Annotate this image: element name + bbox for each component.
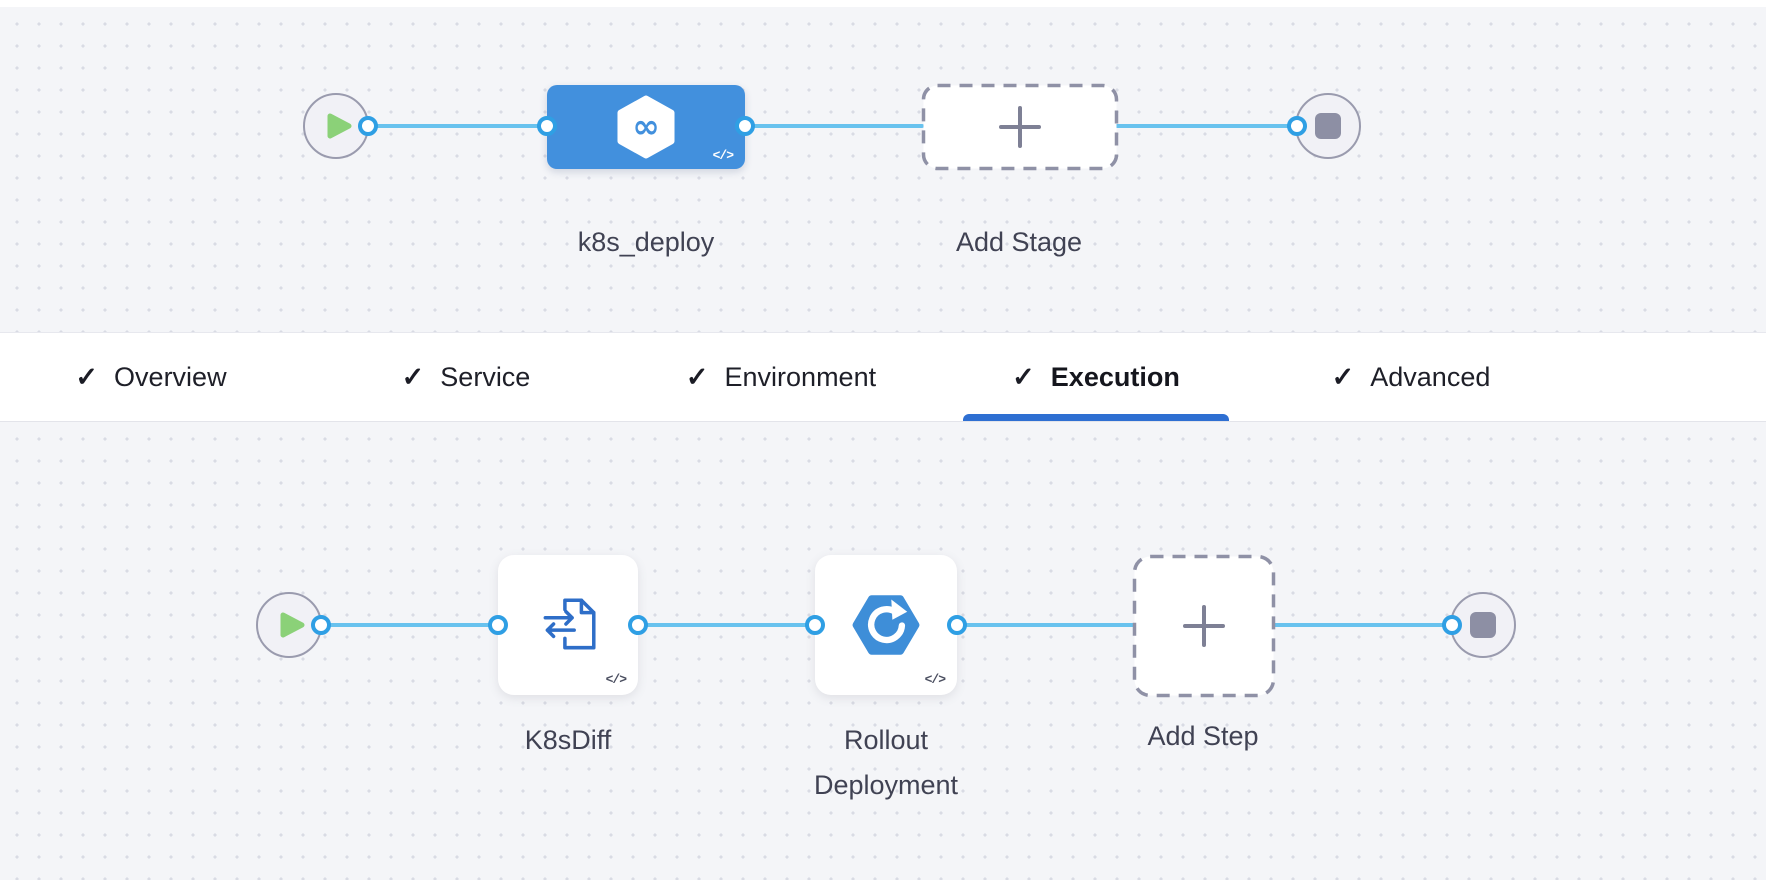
check-icon: ✓	[1331, 361, 1355, 392]
connector-line	[366, 124, 550, 128]
code-icon[interactable]: </>	[712, 148, 734, 163]
infinity-icon: ∞	[632, 107, 659, 146]
execution-canvas: </> </> K8sDiff Rollout Deployment Add S…	[0, 422, 1766, 880]
check-icon: ✓	[401, 361, 425, 392]
step-node-rollout-deployment[interactable]: </>	[815, 555, 957, 695]
tab-label: Environment	[724, 361, 877, 392]
tab-label: Advanced	[1370, 361, 1491, 392]
stage-name-label[interactable]: k8s_deploy	[577, 227, 715, 257]
connector-line	[319, 623, 500, 627]
tab-label: Overview	[114, 361, 227, 392]
plus-icon	[1183, 605, 1225, 647]
tab-environment[interactable]: ✓ Environment	[648, 333, 914, 421]
port-stage-in[interactable]	[536, 115, 557, 136]
add-step-label[interactable]: Add Step	[1147, 721, 1259, 751]
code-icon[interactable]: </>	[924, 672, 946, 687]
tab-label: Service	[440, 361, 531, 392]
connector-line	[955, 623, 1135, 627]
check-icon: ✓	[685, 361, 709, 392]
tab-overview[interactable]: ✓ Overview	[18, 333, 284, 421]
cd-stage-hexagon-icon: ∞	[617, 95, 675, 159]
port-k8sdiff-out[interactable]	[627, 614, 648, 635]
step-node-k8sdiff[interactable]: </>	[498, 555, 638, 695]
port-k8sdiff-in[interactable]	[487, 614, 508, 635]
tab-advanced[interactable]: ✓ Advanced	[1278, 333, 1544, 421]
check-icon: ✓	[1012, 361, 1035, 392]
stage-config-tabbar: ✓ Overview ✓ Service ✓ Environment ✓ Exe…	[0, 332, 1766, 422]
port-start-out[interactable]	[357, 115, 378, 136]
port-rollout-in[interactable]	[804, 614, 825, 635]
code-icon[interactable]: </>	[605, 672, 627, 687]
connector-line	[1115, 124, 1301, 128]
play-icon	[327, 113, 352, 139]
tab-execution[interactable]: ✓ Execution	[963, 333, 1229, 421]
stop-icon	[1315, 113, 1341, 139]
step-name-label[interactable]: Rollout Deployment	[813, 725, 959, 800]
stage-canvas: ∞ </> k8s_deploy Add Stage	[0, 7, 1766, 332]
top-strip	[0, 0, 1766, 7]
stage-node-k8s-deploy[interactable]: ∞ </>	[547, 85, 745, 169]
check-icon: ✓	[75, 361, 99, 392]
k8s-diff-manifest-icon	[543, 598, 596, 650]
port-rollout-out[interactable]	[946, 614, 967, 635]
port-end-in[interactable]	[1286, 115, 1307, 136]
add-stage-button[interactable]	[921, 83, 1119, 171]
connector-line	[744, 124, 924, 128]
plus-icon	[999, 106, 1041, 148]
play-icon	[280, 612, 305, 638]
port-stage-out[interactable]	[734, 115, 755, 136]
stop-icon	[1470, 612, 1496, 638]
add-step-button[interactable]	[1132, 554, 1276, 698]
connector-line	[1271, 623, 1454, 627]
step-name-label[interactable]: K8sDiff	[524, 725, 612, 755]
connector-line	[636, 623, 817, 627]
tab-service[interactable]: ✓ Service	[333, 333, 599, 421]
rollout-deployment-icon	[852, 595, 920, 655]
port-start-out[interactable]	[310, 614, 331, 635]
port-end-in[interactable]	[1441, 614, 1462, 635]
tab-label: Execution	[1050, 361, 1180, 392]
add-stage-label[interactable]: Add Stage	[955, 227, 1083, 257]
